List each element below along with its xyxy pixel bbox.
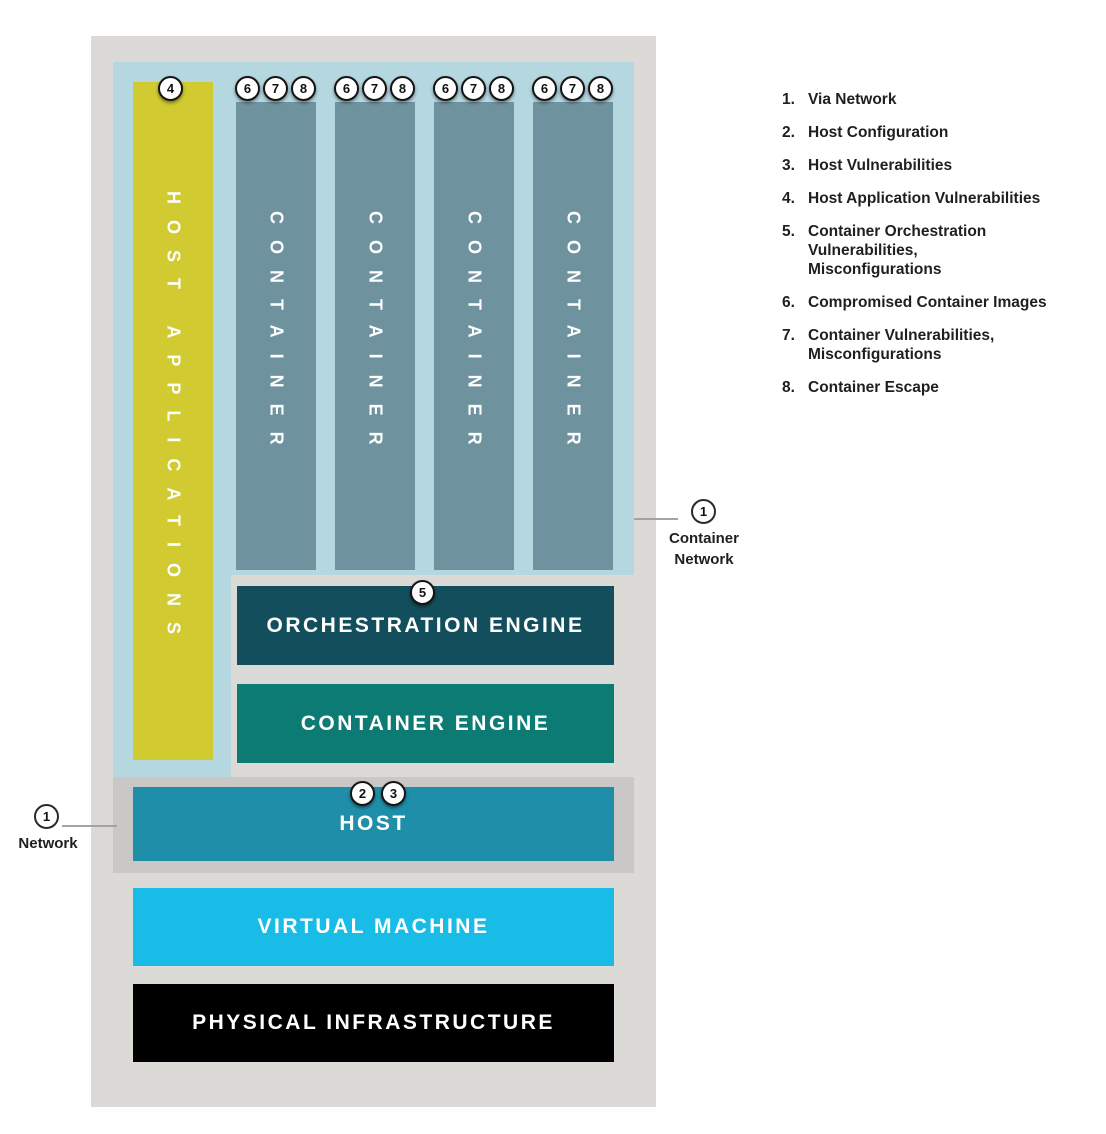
risk-badge-6-icon: 6 xyxy=(433,76,458,101)
legend-text: Host Vulnerabilities xyxy=(808,157,953,174)
container-network-callout-line xyxy=(634,518,678,520)
network-callout-label: Network xyxy=(18,835,78,852)
container-bar-4: CONTAINER xyxy=(533,102,613,570)
risk-badge-7-icon: 7 xyxy=(263,76,288,101)
risk-badge-8-icon: 8 xyxy=(588,76,613,101)
container-network-callout-label: Container Network xyxy=(668,530,739,568)
risk-badge-3-icon: 3 xyxy=(381,781,406,806)
container-4-label: CONTAINER xyxy=(563,211,584,461)
legend-text: Via Network xyxy=(808,91,897,108)
legend: 1. Via Network 2. Host Configuration 3. … xyxy=(782,90,1106,397)
legend-number: 2. xyxy=(782,124,795,141)
legend-item-3: 3. Host Vulnerabilities xyxy=(782,156,1106,175)
legend-text: Host Application Vulnerabilities xyxy=(808,190,1041,207)
legend-text: Host Configuration xyxy=(808,124,949,141)
legend-number: 6. xyxy=(782,294,795,311)
container-engine-bar: CONTAINER ENGINE xyxy=(237,684,614,763)
legend-number: 4. xyxy=(782,190,795,207)
risk-badge-2-icon: 2 xyxy=(350,781,375,806)
host-applications-label: HOST APPLICATIONS xyxy=(163,191,184,651)
risk-badge-4-icon: 4 xyxy=(158,76,183,101)
container-2-label: CONTAINER xyxy=(365,211,386,461)
risk-badge-6-icon: 6 xyxy=(235,76,260,101)
legend-item-7: 7. Container Vulnerabilities, Misconfigu… xyxy=(782,326,1106,364)
legend-text: Compromised Container Images xyxy=(808,294,1047,311)
callout-number-1-icon: 1 xyxy=(691,499,716,524)
risk-badge-8-icon: 8 xyxy=(489,76,514,101)
legend-number: 3. xyxy=(782,157,795,174)
legend-text: Container Escape xyxy=(808,379,939,396)
orchestration-engine-label: ORCHESTRATION ENGINE xyxy=(266,613,585,637)
legend-item-1: 1. Via Network xyxy=(782,90,1106,109)
legend-number: 1. xyxy=(782,91,795,108)
legend-item-8: 8. Container Escape xyxy=(782,378,1106,397)
risk-badge-7-icon: 7 xyxy=(560,76,585,101)
risk-badge-7-icon: 7 xyxy=(362,76,387,101)
legend-item-6: 6. Compromised Container Images xyxy=(782,293,1106,312)
legend-item-5: 5. Container Orchestration Vulnerabiliti… xyxy=(782,222,1106,279)
risk-badge-6-icon: 6 xyxy=(532,76,557,101)
risk-badge-8-icon: 8 xyxy=(390,76,415,101)
physical-infrastructure-bar: PHYSICAL INFRASTRUCTURE xyxy=(133,984,614,1062)
container-engine-label: CONTAINER ENGINE xyxy=(300,711,551,735)
legend-item-4: 4. Host Application Vulnerabilities xyxy=(782,189,1106,208)
physical-infrastructure-label: PHYSICAL INFRASTRUCTURE xyxy=(192,1011,555,1034)
container-bar-2: CONTAINER xyxy=(335,102,415,570)
legend-text: Container Orchestration Vulnerabilities,… xyxy=(808,223,987,278)
container-bar-3: CONTAINER xyxy=(434,102,514,570)
risk-badge-8-icon: 8 xyxy=(291,76,316,101)
risk-badge-6-icon: 6 xyxy=(334,76,359,101)
network-callout-line xyxy=(62,825,117,827)
container-1-label: CONTAINER xyxy=(266,211,287,461)
risk-badge-5-icon: 5 xyxy=(410,580,435,605)
callout-number-1-icon: 1 xyxy=(34,804,59,829)
container-3-label: CONTAINER xyxy=(464,211,485,461)
legend-number: 8. xyxy=(782,379,795,396)
host-label: HOST xyxy=(339,812,408,835)
risk-badge-7-icon: 7 xyxy=(461,76,486,101)
virtual-machine-label: VIRTUAL MACHINE xyxy=(257,915,490,938)
container-bar-1: CONTAINER xyxy=(236,102,316,570)
host-applications-bar: HOST APPLICATIONS xyxy=(133,82,213,760)
legend-number: 5. xyxy=(782,223,795,240)
virtual-machine-bar: VIRTUAL MACHINE xyxy=(133,888,614,966)
legend-text: Container Vulnerabilities, Misconfigurat… xyxy=(808,327,995,363)
legend-number: 7. xyxy=(782,327,795,344)
legend-item-2: 2. Host Configuration xyxy=(782,123,1106,142)
